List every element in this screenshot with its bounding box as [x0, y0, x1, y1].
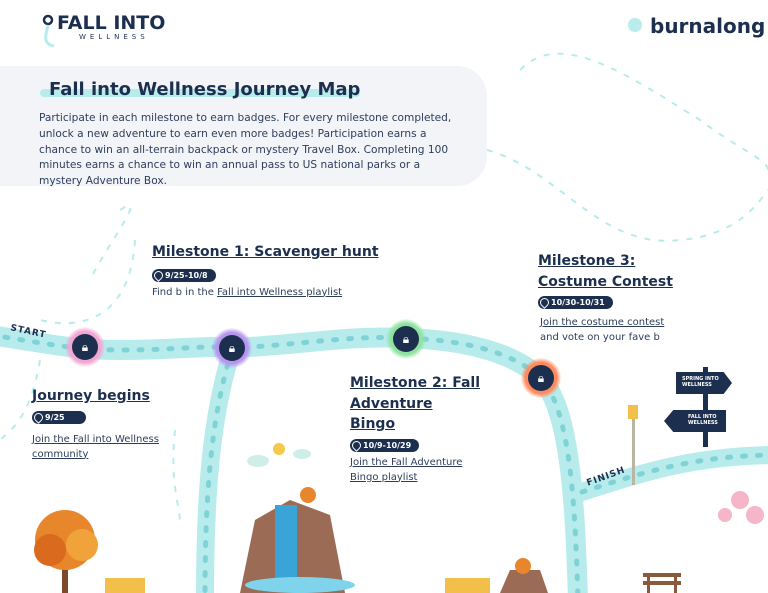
tree-illustration — [34, 510, 98, 593]
page-title: Fall into Wellness Journey Map — [49, 79, 361, 100]
bench-illustration — [643, 573, 681, 593]
milestone-lock-2[interactable]: 🔒︎ — [386, 319, 426, 359]
pin-icon — [32, 410, 45, 424]
pumpkin-illustration — [500, 558, 548, 593]
sun-icon — [273, 443, 285, 455]
milestone-title[interactable]: Milestone 1: Scavenger hunt — [152, 244, 379, 260]
blossom-illustration — [718, 491, 764, 524]
brand-dot-icon — [628, 18, 642, 32]
playlist-link[interactable]: Fall into Wellness playlist — [217, 286, 343, 298]
date-badge: 9/25 — [32, 410, 86, 424]
milestone-title[interactable]: Milestone 2: Fall Adventure Bingo — [350, 375, 481, 432]
milestone-1: Milestone 1: Scavenger hunt 9/25-10/8 Fi… — [152, 242, 412, 300]
pin-icon — [350, 438, 363, 452]
grass-illustration — [105, 578, 490, 593]
sign-spring-into-wellness: SPRING INTO WELLNESS — [676, 372, 732, 394]
milestone-3: Milestone 3: Costume Contest 10/30-10/31… — [538, 251, 678, 345]
intro-text: Participate in each milestone to earn ba… — [39, 112, 452, 188]
logo-text: FALL INTO — [57, 12, 166, 34]
date-badge: 9/25-10/8 — [152, 268, 216, 282]
waterfall-illustration — [240, 487, 355, 593]
milestone-lock-1[interactable]: 🔒︎ — [212, 328, 252, 368]
sign-fall-into-wellness: FALL INTO WELLNESS — [664, 410, 726, 432]
bingo-playlist-link[interactable]: Join the Fall Adventure Bingo playlist — [350, 456, 463, 483]
milestone-2: Milestone 2: Fall Adventure Bingo 10/9-1… — [350, 373, 480, 485]
milestone-journey-begins: Journey begins 9/25 Join the Fall into W… — [32, 386, 172, 462]
milestone-lock-start[interactable]: 🔒︎ — [65, 327, 105, 367]
milestone-title[interactable]: Milestone 3: Costume Contest — [538, 253, 673, 290]
title-highlight — [40, 89, 360, 97]
lock-icon: 🔒︎ — [219, 335, 245, 361]
pin-icon — [152, 268, 165, 282]
date-badge: 10/9-10/29 — [350, 438, 420, 452]
community-link[interactable]: Join the Fall into Wellness community — [32, 433, 159, 460]
lock-icon: 🔒︎ — [528, 365, 554, 391]
logo — [40, 14, 62, 54]
lock-icon: 🔒︎ — [393, 326, 419, 352]
milestone-lock-3[interactable]: 🔒︎ — [521, 358, 561, 398]
lamp-post-illustration — [628, 405, 638, 485]
logo-subtext: WELLNESS — [79, 33, 149, 41]
brand-logo: burnalong — [650, 14, 766, 38]
intro-panel — [0, 66, 487, 186]
costume-contest-link[interactable]: Join the costume contest — [540, 317, 665, 328]
map-pin-logo-icon — [42, 14, 55, 48]
milestone-title[interactable]: Journey begins — [32, 388, 150, 404]
date-badge: 10/30-10/31 — [538, 296, 613, 309]
lock-icon: 🔒︎ — [72, 334, 98, 360]
pin-icon — [538, 296, 551, 309]
